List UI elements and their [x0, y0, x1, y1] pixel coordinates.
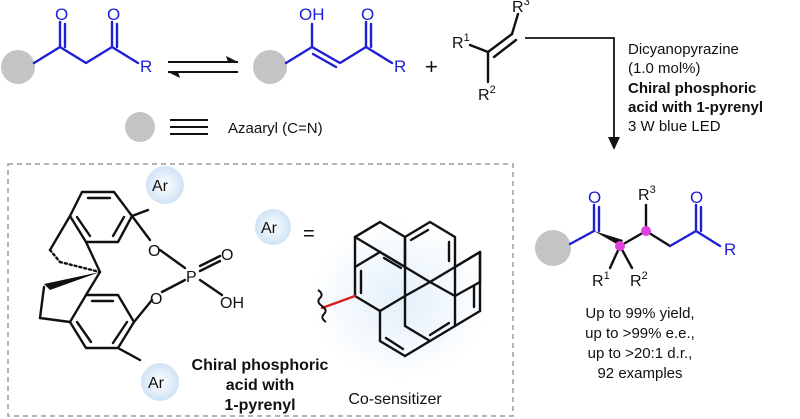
result-ee: up to >99% e.e.,: [585, 325, 695, 342]
atom-o: O: [107, 5, 120, 24]
azaaryl-legend: Azaaryl (C=N): [125, 112, 323, 142]
pyrene-structure: [310, 220, 490, 380]
atom-o: O: [221, 247, 233, 264]
substituent-r1: R1: [592, 270, 610, 290]
diketone-molecule: O O R: [1, 5, 152, 84]
atom-oh: OH: [220, 295, 244, 312]
atom-r: R: [140, 57, 152, 76]
catalyst-name-line2: acid with: [226, 377, 294, 394]
result-yield: Up to 99% yield,: [585, 305, 694, 322]
catalyst-name-line3: 1-pyrenyl: [224, 397, 295, 414]
enol-molecule: OH O R: [253, 5, 406, 84]
substituent-r3: R3: [638, 184, 656, 204]
atom-oh: OH: [299, 5, 325, 24]
product-molecule: O O R R1 R2 R3: [535, 184, 736, 290]
results-summary: Up to 99% yield, up to >99% e.e., up to …: [585, 305, 695, 382]
result-dr: up to >20:1 d.r.,: [588, 345, 693, 362]
catalyst-box: [7, 163, 514, 417]
reaction-conditions: Dicyanopyrazine (1.0 mol%) Chiral phosph…: [628, 41, 763, 135]
reaction-arrow: [525, 37, 620, 150]
azaaryl-circle: [535, 230, 571, 266]
condition-loading: (1.0 mol%): [628, 60, 701, 77]
atom-o: O: [148, 243, 160, 260]
alkene-molecule: R1 R2 R3: [452, 0, 530, 104]
atom-o: O: [150, 291, 162, 308]
condition-catalyst-line2: acid with 1-pyrenyl: [628, 99, 763, 116]
stereocenter-dot: [615, 241, 625, 251]
cosensitizer-label: Co-sensitizer: [348, 391, 442, 408]
atom-o: O: [690, 188, 703, 207]
condition-catalyst-line1: Chiral phosphoric: [628, 80, 756, 97]
azaaryl-circle: [253, 50, 287, 84]
atom-o: O: [55, 5, 68, 24]
stereocenter-dot: [641, 226, 651, 236]
aryl-label: Ar: [261, 220, 278, 237]
atom-o: O: [588, 188, 601, 207]
aryl-bubble: [255, 209, 291, 245]
plus-sign: +: [425, 54, 438, 79]
equals-sign: =: [303, 223, 315, 245]
substituent-r1: R1: [452, 32, 470, 52]
condition-photocatalyst: Dicyanopyrazine: [628, 41, 739, 58]
azaaryl-circle: [125, 112, 155, 142]
azaaryl-label: Azaaryl (C=N): [228, 120, 323, 137]
equilibrium-arrows: [168, 56, 238, 78]
atom-r: R: [394, 57, 406, 76]
aryl-label: Ar: [152, 178, 169, 195]
condition-light: 3 W blue LED: [628, 118, 721, 135]
atom-r: R: [724, 240, 736, 259]
spirocyclic-phosphoric-acid: O O P O OH Ar Ar: [38, 166, 244, 401]
substituent-r3: R3: [512, 0, 530, 16]
atom-o: O: [361, 5, 374, 24]
azaaryl-circle: [1, 50, 35, 84]
substituent-r2: R2: [630, 270, 648, 290]
aryl-bubble: [141, 363, 179, 401]
substituent-r2: R2: [478, 84, 496, 104]
result-examples: 92 examples: [597, 365, 682, 382]
aryl-label: Ar: [148, 375, 165, 392]
atom-p: P: [186, 269, 197, 286]
aryl-bubble: [146, 166, 184, 204]
catalyst-name-line1: Chiral phosphoric: [192, 357, 329, 374]
